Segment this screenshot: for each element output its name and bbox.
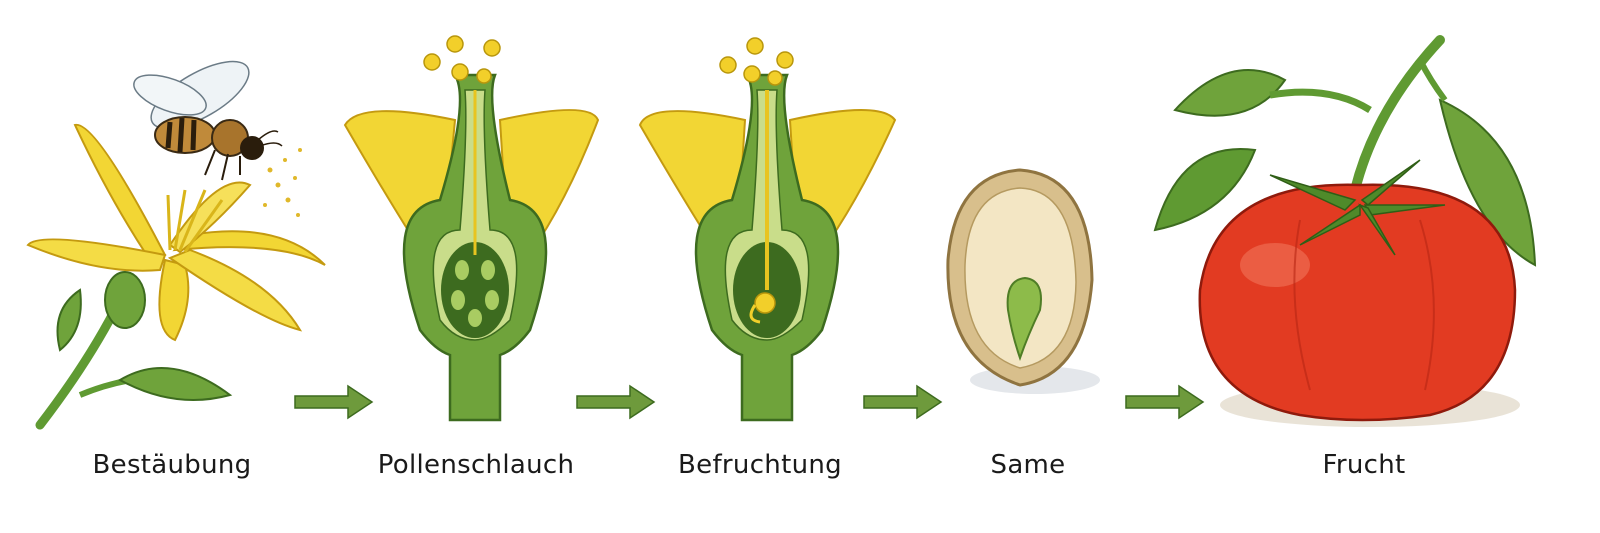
arrow-right-icon: [576, 384, 656, 420]
stage-label-fruit: Frucht: [1322, 450, 1406, 480]
stage-fruit-illustration: [1153, 35, 1537, 427]
stage-label-pollination: Bestäubung: [92, 450, 252, 480]
stage-pollen-tube-illustration: [343, 35, 600, 422]
leaf-icon: [117, 367, 233, 401]
arrows: [294, 384, 1205, 420]
stage-label-seed: Same: [990, 450, 1066, 480]
stage-label-pollen-tube: Pollenschlauch: [377, 450, 575, 480]
stage-seed-illustration: [946, 168, 1100, 394]
stage-pollination-illustration: [26, 60, 326, 430]
arrow-right-icon: [863, 384, 943, 420]
bee-icon: [133, 60, 283, 181]
arrow-right-icon: [294, 384, 374, 420]
flower-petals: [26, 123, 326, 342]
stage-fertilization-illustration: [638, 37, 897, 422]
stage-label-fertilization: Befruchtung: [678, 450, 842, 480]
arrow-right-icon: [1125, 384, 1205, 420]
